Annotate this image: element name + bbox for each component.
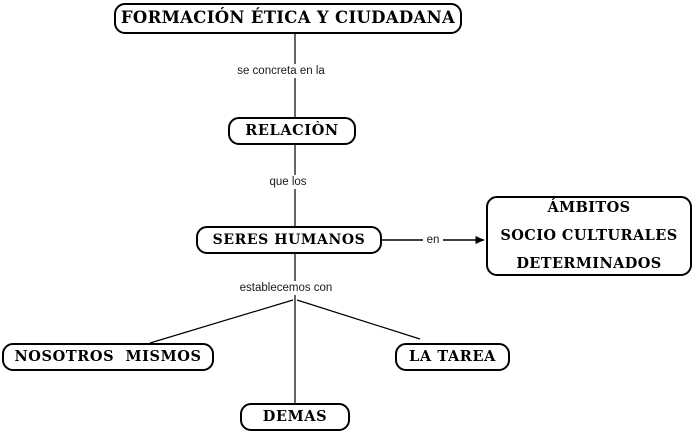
node-ambitos-socio-culturales-determinados[interactable]: ÁMBITOS SOCIO CULTURALES DETERMINADOS xyxy=(486,196,692,276)
node-seres-humanos[interactable]: SERES HUMANOS xyxy=(196,226,382,254)
edge-label-que-los: que los xyxy=(262,175,314,189)
node-relacion[interactable]: RELACIÒN xyxy=(228,117,356,145)
node-label-line-1: ÁMBITOS xyxy=(547,198,631,216)
node-label-line-3: DETERMINADOS xyxy=(516,255,662,273)
node-la-tarea[interactable]: LA TAREA xyxy=(395,343,510,371)
node-formacion-etica-y-ciudadana[interactable]: FORMACIÓN ÉTICA Y CIUDADANA xyxy=(114,3,462,34)
edge-label-establecemos-con: establecemos con xyxy=(230,281,342,295)
node-demas[interactable]: DEMAS xyxy=(240,403,350,431)
node-label: RELACIÒN xyxy=(245,121,339,139)
node-label: DEMAS xyxy=(262,407,328,425)
node-label-line-2: SOCIO CULTURALES xyxy=(500,226,678,244)
edge-label-se-concreta-en-la: se concreta en la xyxy=(230,64,332,78)
node-label: SERES HUMANOS xyxy=(212,231,366,248)
edge-fan-tarea xyxy=(296,299,421,340)
node-label: NOSOTROS MISMOS xyxy=(14,347,202,365)
edge-label-en: en xyxy=(423,233,443,247)
node-label: LA TAREA xyxy=(409,347,496,365)
node-label: FORMACIÓN ÉTICA Y CIUDADANA xyxy=(120,8,456,28)
edge-fan-nosotros xyxy=(149,299,294,344)
node-nosotros-mismos[interactable]: NOSOTROS MISMOS xyxy=(2,343,214,371)
